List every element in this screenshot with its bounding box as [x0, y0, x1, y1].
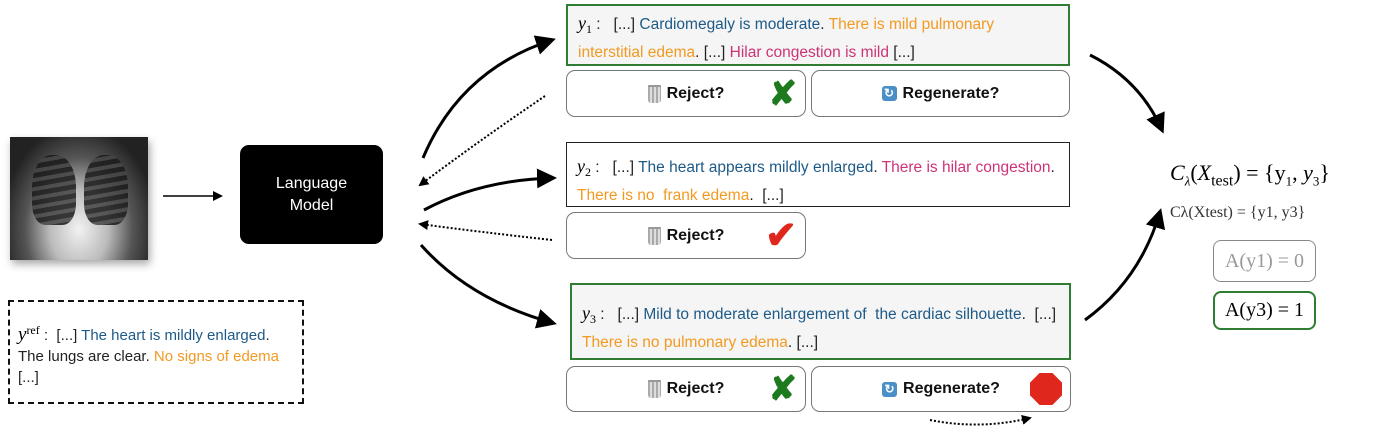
text-segment: . — [873, 159, 882, 176]
regenerate-button-y1[interactable]: ↻ Regenerate? — [811, 70, 1070, 117]
text-segment: . [...] — [787, 334, 819, 352]
text-segment: . — [820, 16, 829, 33]
admissibility-y1: A(y1) = 0 — [1213, 240, 1316, 282]
language-model-box: Language Model — [240, 145, 383, 244]
accept-arrow-y1 — [1089, 53, 1165, 134]
text-segment: . [...] — [695, 44, 730, 62]
text-segment: There is mild pulmonary interstitial ede… — [578, 16, 999, 62]
reference-report: yref : [...] The heart is mildly enlarge… — [8, 300, 304, 404]
set-x: X — [1197, 160, 1212, 185]
text-segment: Cardiomegaly is moderate — [639, 16, 821, 33]
stop-sign-icon — [1030, 373, 1062, 405]
y3-symbol: y — [582, 303, 590, 323]
text-segment: No signs of edema — [153, 348, 279, 365]
y3-subscript: 3 — [590, 312, 596, 327]
generate-arrow-y2 — [423, 168, 557, 212]
text-segment: There is no frank edema — [577, 187, 750, 205]
generate-arrow-y3 — [419, 244, 557, 329]
reject-label: Reject? — [666, 226, 725, 244]
text-segment: . The lungs are clear. — [18, 327, 278, 365]
regenerate-icon: ↻ — [882, 381, 898, 397]
set-rhs: ) = {y — [1233, 160, 1286, 185]
text-segment: : [...] — [596, 306, 644, 323]
green-x-icon: ✘ — [768, 370, 798, 408]
regenerate-icon: ↻ — [881, 86, 897, 101]
y1-text: : [...] Cardiomegaly is moderate. There … — [578, 16, 998, 61]
candidate-y2: y2 : [...] The heart appears mildly enla… — [566, 142, 1070, 207]
y1-symbol: y — [578, 13, 586, 33]
text-segment: . [...] — [1021, 306, 1061, 323]
admissibility-y3: A(y3) = 1 — [1213, 291, 1316, 330]
reject-button-y2[interactable]: Reject? ✔ — [566, 212, 806, 259]
regenerate-arrow-y1 — [418, 95, 546, 187]
regenerate-label: Regenerate? — [903, 380, 1000, 397]
candidate-y1: y1 : [...] Cardiomegaly is moderate. The… — [566, 4, 1070, 66]
set-lambda: λ — [1184, 173, 1191, 189]
y2-symbol: y — [577, 156, 585, 176]
y2-subscript: 2 — [585, 165, 591, 180]
generate-arrow-y1 — [421, 35, 556, 159]
y2-text: : [...] The heart appears mildly enlarge… — [577, 159, 1063, 204]
prediction-set-formula: Cλ(Xtest) = {y1, y3} — [1170, 160, 1330, 190]
text-segment: . — [1050, 159, 1064, 176]
trash-icon — [647, 226, 661, 245]
regenerate-button-y3[interactable]: ↻ Regenerate? — [811, 366, 1071, 412]
text-segment: Hilar congestion is mild — [729, 44, 889, 62]
ref-text: : [...] The heart is mildly enlarged. Th… — [18, 327, 283, 386]
accept-arrow-y3 — [1084, 208, 1166, 322]
ref-superscript: ref — [26, 323, 40, 337]
text-segment: Mild to moderate enlargement of the card… — [643, 306, 1022, 323]
trash-icon — [647, 84, 661, 103]
text-segment: [...] — [18, 348, 284, 386]
ref-symbol: y — [18, 324, 27, 345]
candidate-y3: y3 : [...] Mild to moderate enlargement … — [570, 283, 1071, 360]
reject-label: Reject? — [666, 84, 725, 102]
stop-arrow — [929, 415, 1032, 426]
reject-label: Reject? — [666, 380, 725, 397]
reject-button-y3[interactable]: Reject? ✘ — [566, 366, 806, 412]
text-segment: : [...] — [39, 327, 82, 344]
text-segment: : [...] — [591, 159, 639, 176]
regenerate-arrow-y2 — [418, 220, 553, 241]
regenerate-label: Regenerate? — [902, 84, 1000, 102]
set-test: test — [1211, 172, 1234, 190]
y3-text: : [...] Mild to moderate enlargement of … — [582, 306, 1060, 351]
text-segment: : [...] — [592, 16, 640, 33]
green-x-icon: ✘ — [768, 74, 798, 113]
reject-button-y1[interactable]: Reject? ✘ — [566, 70, 806, 117]
text-segment: There is no pulmonary edema — [582, 334, 788, 352]
red-check-icon: ✔ — [765, 214, 797, 257]
text-segment: The heart appears mildly enlarged — [638, 159, 874, 176]
set-formula-text: Cλ(Xtest) = {y1, y3} — [1170, 204, 1306, 221]
text-segment: There is hilar congestion — [881, 159, 1051, 176]
set-c: C — [1170, 160, 1185, 185]
trash-icon — [647, 380, 661, 398]
text-segment: [...] — [889, 44, 915, 62]
chest-xray-image — [10, 137, 148, 260]
text-segment: The heart is mildly enlarged — [81, 327, 266, 344]
text-segment: . [...] — [749, 187, 784, 205]
y1-subscript: 1 — [586, 22, 592, 37]
